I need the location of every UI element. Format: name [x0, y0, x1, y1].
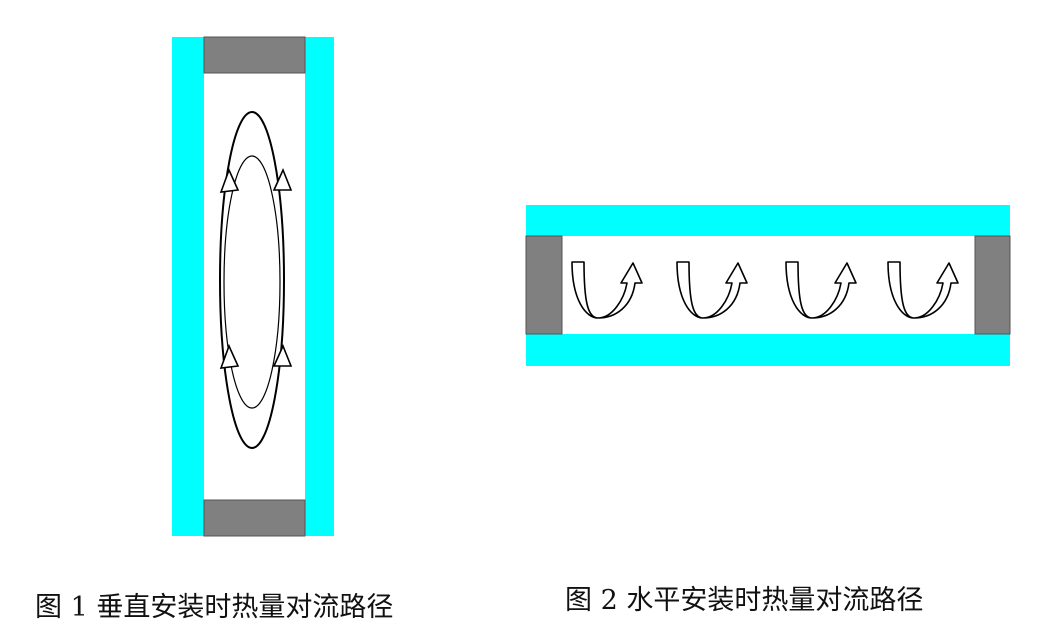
u-turn-arrows — [571, 261, 959, 319]
arrow-up-icon — [272, 343, 293, 367]
spacer-bottom — [203, 499, 306, 537]
spacer-right — [974, 235, 1011, 335]
figure-1-caption: 图 1 垂直安装时热量对流路径 — [35, 592, 394, 623]
u-turn-arrow-icon — [785, 261, 857, 319]
arrow-up-icon — [219, 343, 240, 369]
figure-2-horizontal — [525, 205, 1011, 366]
u-turn-arrow-icon — [676, 261, 748, 319]
spacer-top — [203, 36, 306, 74]
figure-1-vertical — [172, 36, 334, 537]
arrow-up-icon — [272, 167, 293, 191]
figure-2-caption: 图 2 水平安装时热量对流路径 — [565, 585, 924, 616]
glass-pane-right — [305, 37, 334, 536]
arrow-up-icon — [219, 167, 240, 193]
u-turn-arrow-icon — [887, 261, 959, 319]
u-turn-arrow-icon — [571, 261, 643, 319]
glass-pane-bottom — [526, 334, 1010, 366]
convection-loop-icon — [219, 111, 293, 449]
glass-pane-left — [172, 37, 204, 536]
glass-pane-top — [526, 205, 1010, 236]
spacer-left — [525, 235, 563, 335]
